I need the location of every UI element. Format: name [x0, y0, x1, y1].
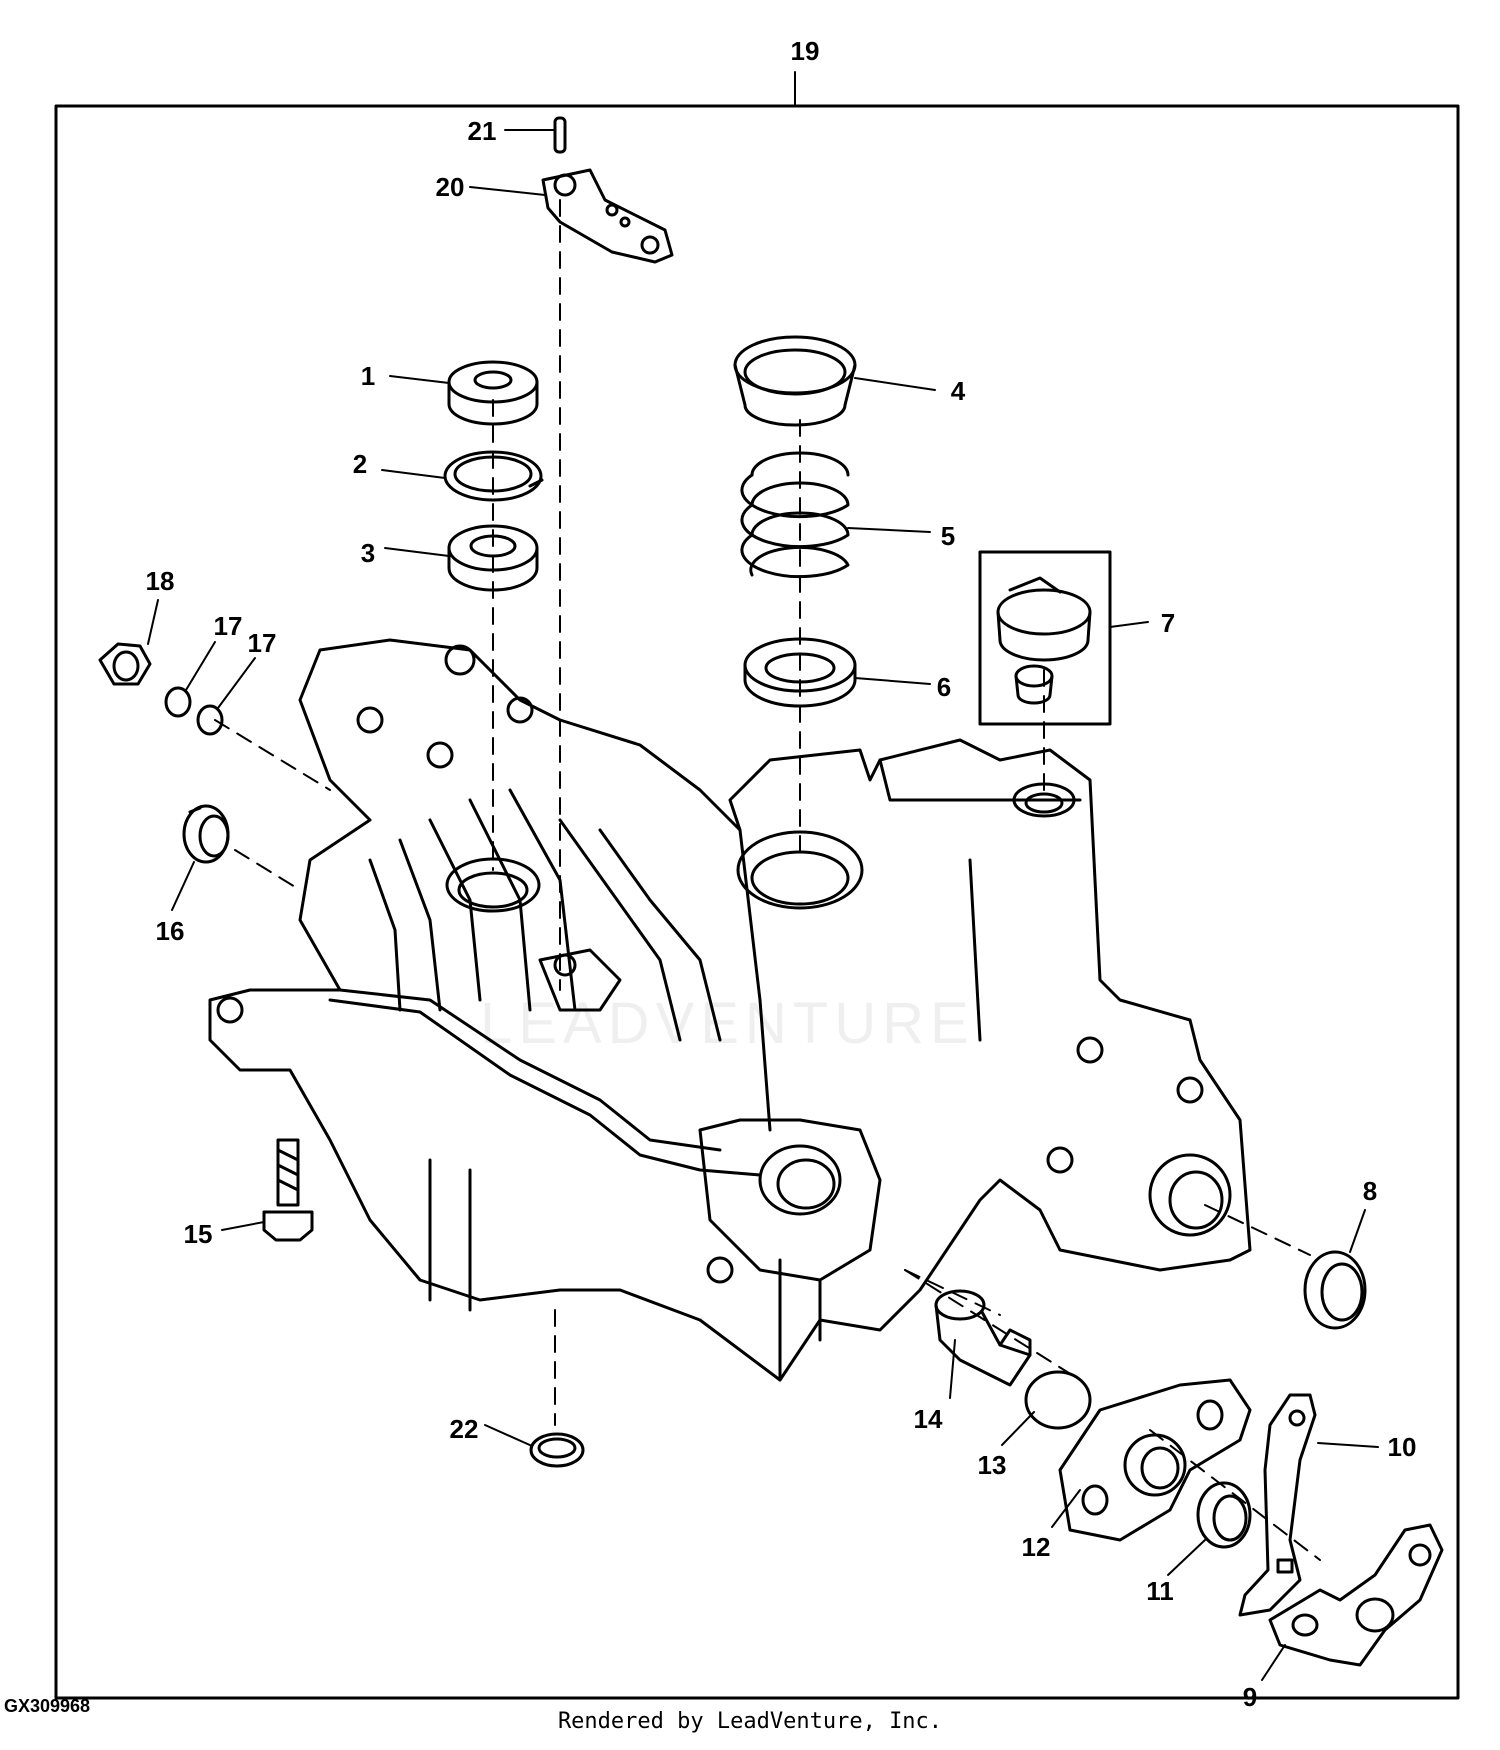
- callout-6: 6: [937, 672, 951, 702]
- part-13-o-ring: [1024, 1370, 1092, 1430]
- callout-20: 20: [436, 172, 465, 202]
- callout-16: 16: [156, 916, 185, 946]
- part-5-spring: [740, 451, 850, 579]
- callout-labels: 1 2 3 4 5 6 7 8 9 10 11 12 13 14 15 16 1…: [146, 36, 1417, 1712]
- part-7-valve-kit: [978, 550, 1112, 726]
- part-6-washer: [743, 637, 857, 708]
- part-18-nut: [98, 642, 152, 686]
- part-16-seal: [182, 804, 230, 864]
- callout-8: 8: [1363, 1176, 1377, 1206]
- part-22-ring: [529, 1432, 585, 1468]
- callout-11: 11: [1146, 1576, 1174, 1606]
- part-10-bracket: [1238, 1393, 1317, 1617]
- callout-15: 15: [184, 1219, 213, 1249]
- part-2-snap-ring: [443, 450, 544, 502]
- part-17-o-ring-a: [164, 686, 192, 718]
- callout-1: 1: [361, 361, 375, 391]
- callout-3: 3: [361, 538, 375, 568]
- watermark: LEADVENTURE: [480, 991, 975, 1056]
- part-17-o-ring-b: [196, 704, 224, 736]
- callout-17a: 17: [214, 611, 243, 641]
- callout-22: 22: [450, 1414, 479, 1444]
- callout-14: 14: [914, 1404, 943, 1434]
- callout-19: 19: [791, 36, 820, 66]
- part-9-plate: [1268, 1523, 1444, 1667]
- assembly-axes: [214, 199, 1321, 1561]
- callout-17b: 17: [248, 628, 277, 658]
- part-21-pin: [553, 116, 567, 154]
- render-credit: Rendered by LeadVenture, Inc.: [557, 1709, 943, 1734]
- part-14-shaft: [934, 1289, 1032, 1387]
- part-4-cap: [733, 335, 857, 427]
- callout-12: 12: [1022, 1532, 1051, 1562]
- callout-18: 18: [146, 566, 175, 596]
- part-15-bolt: [262, 1138, 314, 1242]
- part-11-seal: [1196, 1481, 1252, 1549]
- callout-13: 13: [978, 1450, 1007, 1480]
- transaxle-case: [208, 638, 1252, 1382]
- callout-21: 21: [468, 116, 497, 146]
- callout-5: 5: [941, 521, 955, 551]
- part-20-control-arm: [541, 168, 674, 264]
- figure-id: GX309968: [4, 1696, 91, 1716]
- callout-7: 7: [1161, 608, 1175, 638]
- callout-2: 2: [353, 449, 367, 479]
- callout-10: 10: [1388, 1432, 1417, 1462]
- part-12-trunnion-plate: [1058, 1378, 1252, 1542]
- diagram-frame: [54, 104, 1460, 1700]
- callout-4: 4: [951, 376, 966, 406]
- leader-lines: [147, 71, 1379, 1681]
- callout-9: 9: [1243, 1682, 1257, 1712]
- part-3-bearing: [447, 524, 539, 592]
- part-8-seal: [1303, 1250, 1367, 1330]
